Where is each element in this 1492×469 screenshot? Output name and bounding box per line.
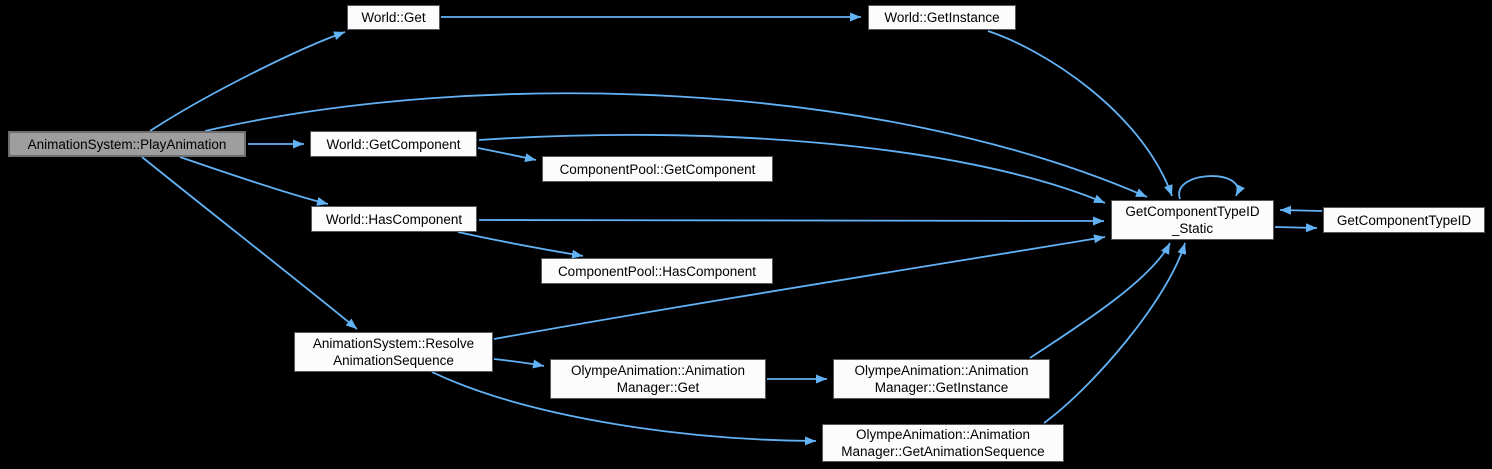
edge-world-has-component-to-component-pool-has-component [457,231,584,259]
edge-get-component-type-id-static-to-get-component-type-id [1274,223,1318,233]
node-world-has-component[interactable]: World::HasComponent [311,206,477,232]
node-world-get-component[interactable]: World::GetComponent [310,131,477,157]
node-get-component-type-id[interactable]: GetComponentTypeID [1323,207,1485,233]
edges [141,12,1323,446]
edge-play-animation-to-resolve-animation-sequence [141,156,358,330]
edge-animation-manager-get-instance-to-get-component-type-id-static [1029,242,1171,359]
node-play-animation[interactable]: AnimationSystem::PlayAnimation [8,131,246,157]
node-animation-manager-get[interactable]: OlympeAnimation::Animation Manager::Get [550,359,766,399]
edge-get-component-type-id-static-to-get-component-type-id-static [1178,175,1245,200]
node-resolve-animation-sequence[interactable]: AnimationSystem::Resolve AnimationSequen… [294,332,493,372]
edge-resolve-animation-sequence-to-animation-manager-get-animation-sequence [431,371,817,446]
node-animation-manager-get-instance[interactable]: OlympeAnimation::Animation Manager::GetI… [833,359,1050,399]
edge-world-get-component-to-get-component-type-id-static [478,133,1106,204]
edge-world-get-instance-to-get-component-type-id-static [987,30,1173,197]
edge-get-component-type-id-to-get-component-type-id-static [1279,205,1323,215]
node-animation-manager-get-animation-sequence[interactable]: OlympeAnimation::Animation Manager::GetA… [822,424,1064,462]
node-component-pool-has-component[interactable]: ComponentPool::HasComponent [541,258,773,284]
edge-world-get-component-to-component-pool-get-component [477,147,537,163]
edge-play-animation-to-world-has-component [179,156,329,206]
edge-play-animation-to-world-get [149,31,346,132]
edge-play-animation-to-get-component-type-id-static [204,92,1148,198]
edge-resolve-animation-sequence-to-animation-manager-get [493,358,545,369]
edge-resolve-animation-sequence-to-get-component-type-id-static [493,234,1106,340]
node-get-component-type-id-static[interactable]: GetComponentTypeID _Static [1111,200,1274,240]
edge-world-has-component-to-get-component-type-id-static [478,216,1105,226]
node-component-pool-get-component[interactable]: ComponentPool::GetComponent [542,156,773,182]
edge-animation-manager-get-animation-sequence-to-get-component-type-id-static [1043,242,1187,424]
node-world-get[interactable]: World::Get [347,5,440,30]
node-world-get-instance[interactable]: World::GetInstance [868,5,1016,30]
